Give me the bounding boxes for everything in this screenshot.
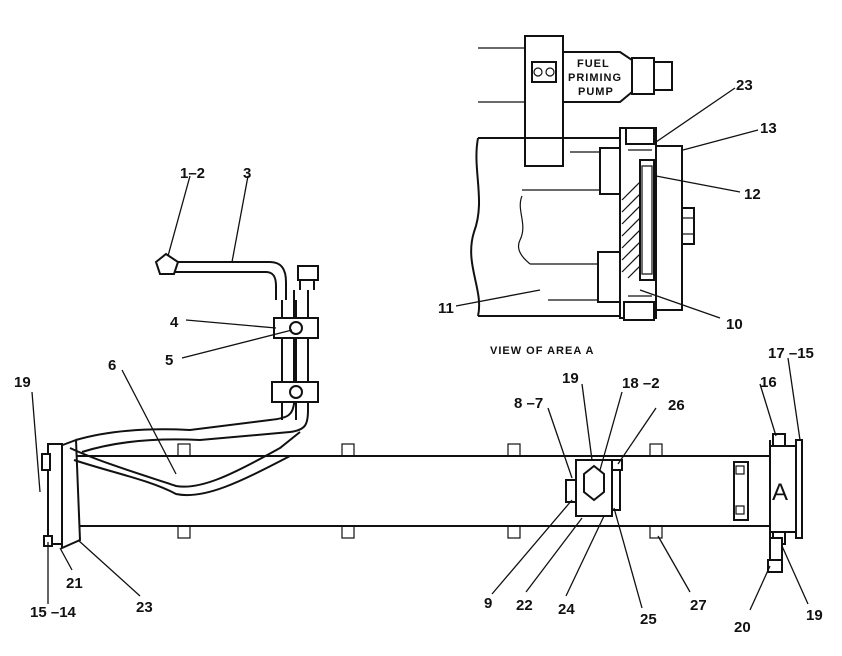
callout-10: 10	[726, 316, 743, 333]
callout-21: 21	[66, 575, 83, 592]
pump-label-line2: PRIMING	[568, 72, 622, 84]
callout-19-left: 19	[14, 374, 31, 391]
callout-23-detail: 23	[736, 77, 753, 94]
callout-8-7: 8 –7	[514, 395, 543, 412]
callout-12: 12	[744, 186, 761, 203]
callout-5: 5	[165, 352, 173, 369]
detail-view-area-a: FUEL PRIMING PUMP	[438, 35, 777, 357]
callout-13: 13	[760, 120, 777, 137]
pump-label-line1: FUEL	[577, 58, 610, 70]
callout-24: 24	[558, 601, 575, 618]
callout-16: 16	[760, 374, 777, 391]
fuel-manifold-assembly: A	[14, 165, 823, 636]
callout-19-mid: 19	[562, 370, 579, 387]
callout-26: 26	[668, 397, 685, 414]
callout-15-14: 15 –14	[30, 604, 77, 621]
callout-23-bottom: 23	[136, 599, 153, 616]
callout-11: 11	[438, 300, 454, 317]
detail-caption: VIEW OF AREA A	[490, 345, 594, 357]
pump-label-line3: PUMP	[578, 86, 614, 98]
callout-6: 6	[108, 357, 116, 374]
callout-17-15: 17 –15	[768, 345, 814, 362]
callout-9: 9	[484, 595, 492, 612]
callout-20: 20	[734, 619, 751, 636]
callout-27: 27	[690, 597, 707, 614]
callout-22: 22	[516, 597, 533, 614]
callout-25: 25	[640, 611, 657, 628]
callout-3: 3	[243, 165, 251, 182]
callout-4: 4	[170, 314, 179, 331]
callout-18-2: 18 –2	[622, 375, 660, 392]
callout-19-right: 19	[806, 607, 823, 624]
callout-1-2: 1–2	[180, 165, 205, 182]
area-marker: A	[772, 479, 788, 506]
